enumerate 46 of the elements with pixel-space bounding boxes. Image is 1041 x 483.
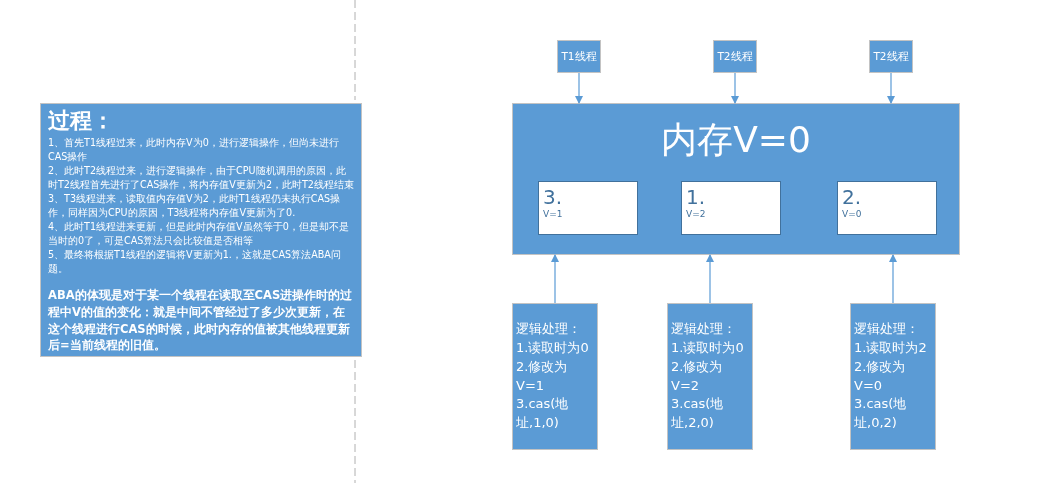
arrow bbox=[551, 254, 559, 304]
thread-box bbox=[557, 40, 601, 73]
memory-title: 内存V=0 bbox=[660, 118, 812, 162]
memory-box bbox=[512, 103, 960, 255]
value-box bbox=[837, 181, 937, 235]
value-text: V=1 bbox=[543, 209, 564, 220]
logic-step: 2.修改为V=1 bbox=[516, 357, 594, 396]
step-number: 2. bbox=[842, 185, 863, 209]
value-text: V=2 bbox=[686, 209, 707, 220]
step-text: 2、此时T2线程过来，进行逻辑操作，由于CPU随机调用的原因，此时T2线程首先进行了CAS操作，将内存值V更新为2，此时T2线程结束 bbox=[48, 164, 354, 192]
thread-label: T2线程 bbox=[873, 50, 909, 63]
logic-heading: 逻辑处理： bbox=[671, 319, 737, 338]
step-text: 1、首先T1线程过来，此时内存V为0，进行逻辑操作，但尚未进行CAS操作 bbox=[48, 136, 340, 165]
logic-step: 2.修改为V=0 bbox=[854, 357, 932, 396]
logic-step: 3.cas(地址,2,0) bbox=[671, 395, 749, 434]
thread-label: T1线程 bbox=[561, 50, 597, 63]
step-text: 5、最终将根据T1线程的逻辑将V更新为1.，这就是CAS算法ABA问题。 bbox=[48, 247, 342, 276]
logic-step: 1.读取时为2 bbox=[854, 338, 932, 358]
value-text: V=0 bbox=[842, 209, 863, 220]
arrow bbox=[706, 254, 714, 304]
value-box bbox=[538, 181, 638, 235]
step-number: 3. bbox=[543, 185, 564, 209]
thread-label: T2线程 bbox=[717, 50, 753, 63]
arrow bbox=[887, 72, 895, 104]
summary-paragraph: ABA的体现是对于某一个线程在读取至CAS进操作时的过程中V的值的变化：就是中间不管经过了多少次更新，在这个线程进行CAS的时候，此时内存的值被其他线程更新后=当前线程的旧值。 bbox=[48, 287, 354, 355]
step-text: 3、T3线程进来，读取值内存值V为2，此时T1线程仍未执行CAS操作，同样因为CPU的原因，T3线程将内存值V更新为了0. bbox=[48, 192, 342, 220]
process-panel bbox=[40, 103, 362, 357]
logic-heading: 逻辑处理： bbox=[516, 319, 582, 338]
logic-box bbox=[850, 303, 936, 450]
logic-step: 3.cas(地址,0,2) bbox=[854, 395, 932, 434]
thread-box bbox=[713, 40, 757, 73]
logic-box bbox=[512, 303, 598, 450]
logic-step: 1.读取时为0 bbox=[516, 338, 594, 358]
arrow bbox=[731, 72, 739, 104]
arrow bbox=[575, 72, 583, 104]
logic-box bbox=[667, 303, 753, 450]
logic-heading: 逻辑处理： bbox=[854, 319, 920, 338]
arrow bbox=[889, 254, 897, 304]
thread-box bbox=[869, 40, 913, 73]
step-number: 1. bbox=[686, 185, 707, 209]
logic-step: 1.读取时为0 bbox=[671, 338, 749, 358]
heading: 过程： bbox=[48, 108, 115, 135]
logic-step: 2.修改为V=2 bbox=[671, 357, 749, 396]
logic-step: 3.cas(地址,1,0) bbox=[516, 395, 594, 434]
step-text: 4、此时T1线程进来更新，但是此时内存值V虽然等于0，但是却不是当时的0了，可是CAS算法只会比较值是否相等 bbox=[48, 219, 350, 248]
value-box bbox=[681, 181, 781, 235]
